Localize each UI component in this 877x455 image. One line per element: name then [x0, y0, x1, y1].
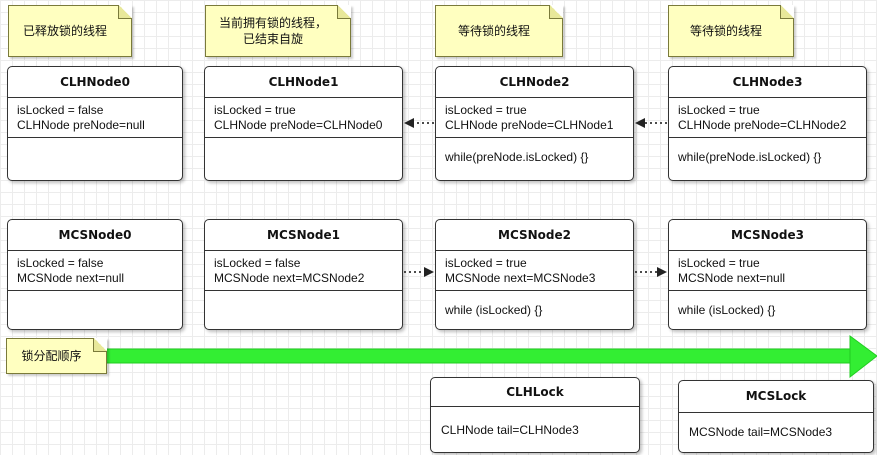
clh-node-0[interactable]: CLHNode0 isLocked = false CLHNode preNod…: [7, 66, 183, 181]
mcs-node-3-title: MCSNode3: [669, 220, 866, 251]
note-waiting-3: 等待锁的线程: [668, 5, 794, 57]
mcs-node-1-attrs: isLocked = false MCSNode next=MCSNode2: [205, 251, 402, 291]
clh-arrow-2-to-1: [404, 118, 434, 128]
clh-node-2-title: CLHNode2: [436, 67, 633, 98]
note-released: 已释放锁的线程: [8, 5, 132, 57]
mcs-node-0-attr-next: MCSNode next=null: [17, 271, 125, 285]
note-waiting-2-text: 等待锁的线程: [457, 24, 530, 38]
clh-node-3-attrs: isLocked = true CLHNode preNode=CLHNode2: [669, 98, 866, 138]
note-fold-icon: [118, 5, 132, 19]
mcs-node-0-attrs: isLocked = false MCSNode next=null: [8, 251, 182, 291]
clh-node-3[interactable]: CLHNode3 isLocked = true CLHNode preNode…: [668, 66, 867, 181]
clh-node-1-attrs: isLocked = true CLHNode preNode=CLHNode0: [205, 98, 402, 138]
clh-node-3-attr-prenode: CLHNode preNode=CLHNode2: [678, 118, 847, 132]
clh-node-0-attr-prenode: CLHNode preNode=null: [17, 118, 145, 132]
clh-node-3-title: CLHNode3: [669, 67, 866, 98]
clh-node-2-attr-locked: isLocked = true: [445, 103, 527, 117]
mcs-node-1-title: MCSNode1: [205, 220, 402, 251]
mcs-node-0-title: MCSNode0: [8, 220, 182, 251]
mcs-node-0-attr-locked: isLocked = false: [17, 256, 104, 270]
mcs-node-3-attr-locked: isLocked = true: [678, 256, 760, 270]
mcs-lock-attr: MCSNode tail=MCSNode3: [689, 425, 833, 439]
mcs-arrow-1-to-2: [404, 267, 434, 277]
mcs-node-1[interactable]: MCSNode1 isLocked = false MCSNode next=M…: [204, 219, 403, 330]
mcs-node-2-op: while (isLocked) {}: [445, 303, 543, 317]
note-holder-text: 当前拥有锁的线程，已结束自旋: [218, 16, 327, 46]
clh-lock-attr: CLHNode tail=CLHNode3: [441, 423, 579, 437]
note-order: 锁分配顺序: [6, 338, 107, 374]
mcs-node-2-title: MCSNode2: [436, 220, 633, 251]
clh-node-3-op: while(preNode.isLocked) {}: [678, 150, 822, 164]
clh-node-1[interactable]: CLHNode1 isLocked = true CLHNode preNode…: [204, 66, 403, 181]
clh-node-1-title: CLHNode1: [205, 67, 402, 98]
mcs-arrow-2-to-3: [635, 267, 667, 277]
mcs-node-2-attr-next: MCSNode next=MCSNode3: [445, 271, 596, 285]
clh-node-0-attr-locked: isLocked = false: [17, 103, 104, 117]
clh-node-2-ops: while(preNode.isLocked) {}: [436, 138, 633, 165]
clh-node-1-attr-prenode: CLHNode preNode=CLHNode0: [214, 118, 383, 132]
mcs-lock[interactable]: MCSLock MCSNode tail=MCSNode3: [678, 380, 874, 453]
clh-lock-title: CLHLock: [431, 378, 639, 407]
clh-node-3-ops: while(preNode.isLocked) {}: [669, 138, 866, 165]
mcs-node-3[interactable]: MCSNode3 isLocked = true MCSNode next=nu…: [668, 219, 867, 330]
mcs-node-3-op: while (isLocked) {}: [678, 303, 776, 317]
note-fold-icon: [93, 338, 107, 352]
note-order-text: 锁分配顺序: [21, 349, 82, 363]
clh-node-0-attrs: isLocked = false CLHNode preNode=null: [8, 98, 182, 138]
order-arrow: [99, 335, 877, 379]
clh-node-0-title: CLHNode0: [8, 67, 182, 98]
clh-lock[interactable]: CLHLock CLHNode tail=CLHNode3: [430, 377, 640, 453]
mcs-node-2-attrs: isLocked = true MCSNode next=MCSNode3: [436, 251, 633, 291]
mcs-node-3-ops: while (isLocked) {}: [669, 291, 866, 318]
note-fold-icon: [780, 5, 794, 19]
note-holder: 当前拥有锁的线程，已结束自旋: [205, 5, 351, 57]
mcs-node-2-ops: while (isLocked) {}: [436, 291, 633, 318]
clh-arrow-3-to-2: [635, 118, 667, 128]
note-waiting-3-text: 等待锁的线程: [689, 24, 762, 38]
clh-node-2[interactable]: CLHNode2 isLocked = true CLHNode preNode…: [435, 66, 634, 181]
mcs-node-3-attr-next: MCSNode next=null: [678, 271, 786, 285]
mcs-node-3-attrs: isLocked = true MCSNode next=null: [669, 251, 866, 291]
clh-node-2-attr-prenode: CLHNode preNode=CLHNode1: [445, 118, 614, 132]
mcs-node-2[interactable]: MCSNode2 isLocked = true MCSNode next=MC…: [435, 219, 634, 330]
mcs-node-0[interactable]: MCSNode0 isLocked = false MCSNode next=n…: [7, 219, 183, 330]
mcs-node-1-attr-locked: isLocked = false: [214, 256, 301, 270]
clh-node-2-op: while(preNode.isLocked) {}: [445, 150, 589, 164]
note-released-text: 已释放锁的线程: [22, 24, 107, 38]
note-fold-icon: [337, 5, 351, 19]
mcs-node-1-attr-next: MCSNode next=MCSNode2: [214, 271, 365, 285]
mcs-lock-title: MCSLock: [679, 381, 873, 413]
note-waiting-2: 等待锁的线程: [435, 5, 563, 57]
clh-node-3-attr-locked: isLocked = true: [678, 103, 760, 117]
note-fold-icon: [549, 5, 563, 19]
clh-node-2-attrs: isLocked = true CLHNode preNode=CLHNode1: [436, 98, 633, 138]
mcs-node-2-attr-locked: isLocked = true: [445, 256, 527, 270]
clh-node-1-attr-locked: isLocked = true: [214, 103, 296, 117]
